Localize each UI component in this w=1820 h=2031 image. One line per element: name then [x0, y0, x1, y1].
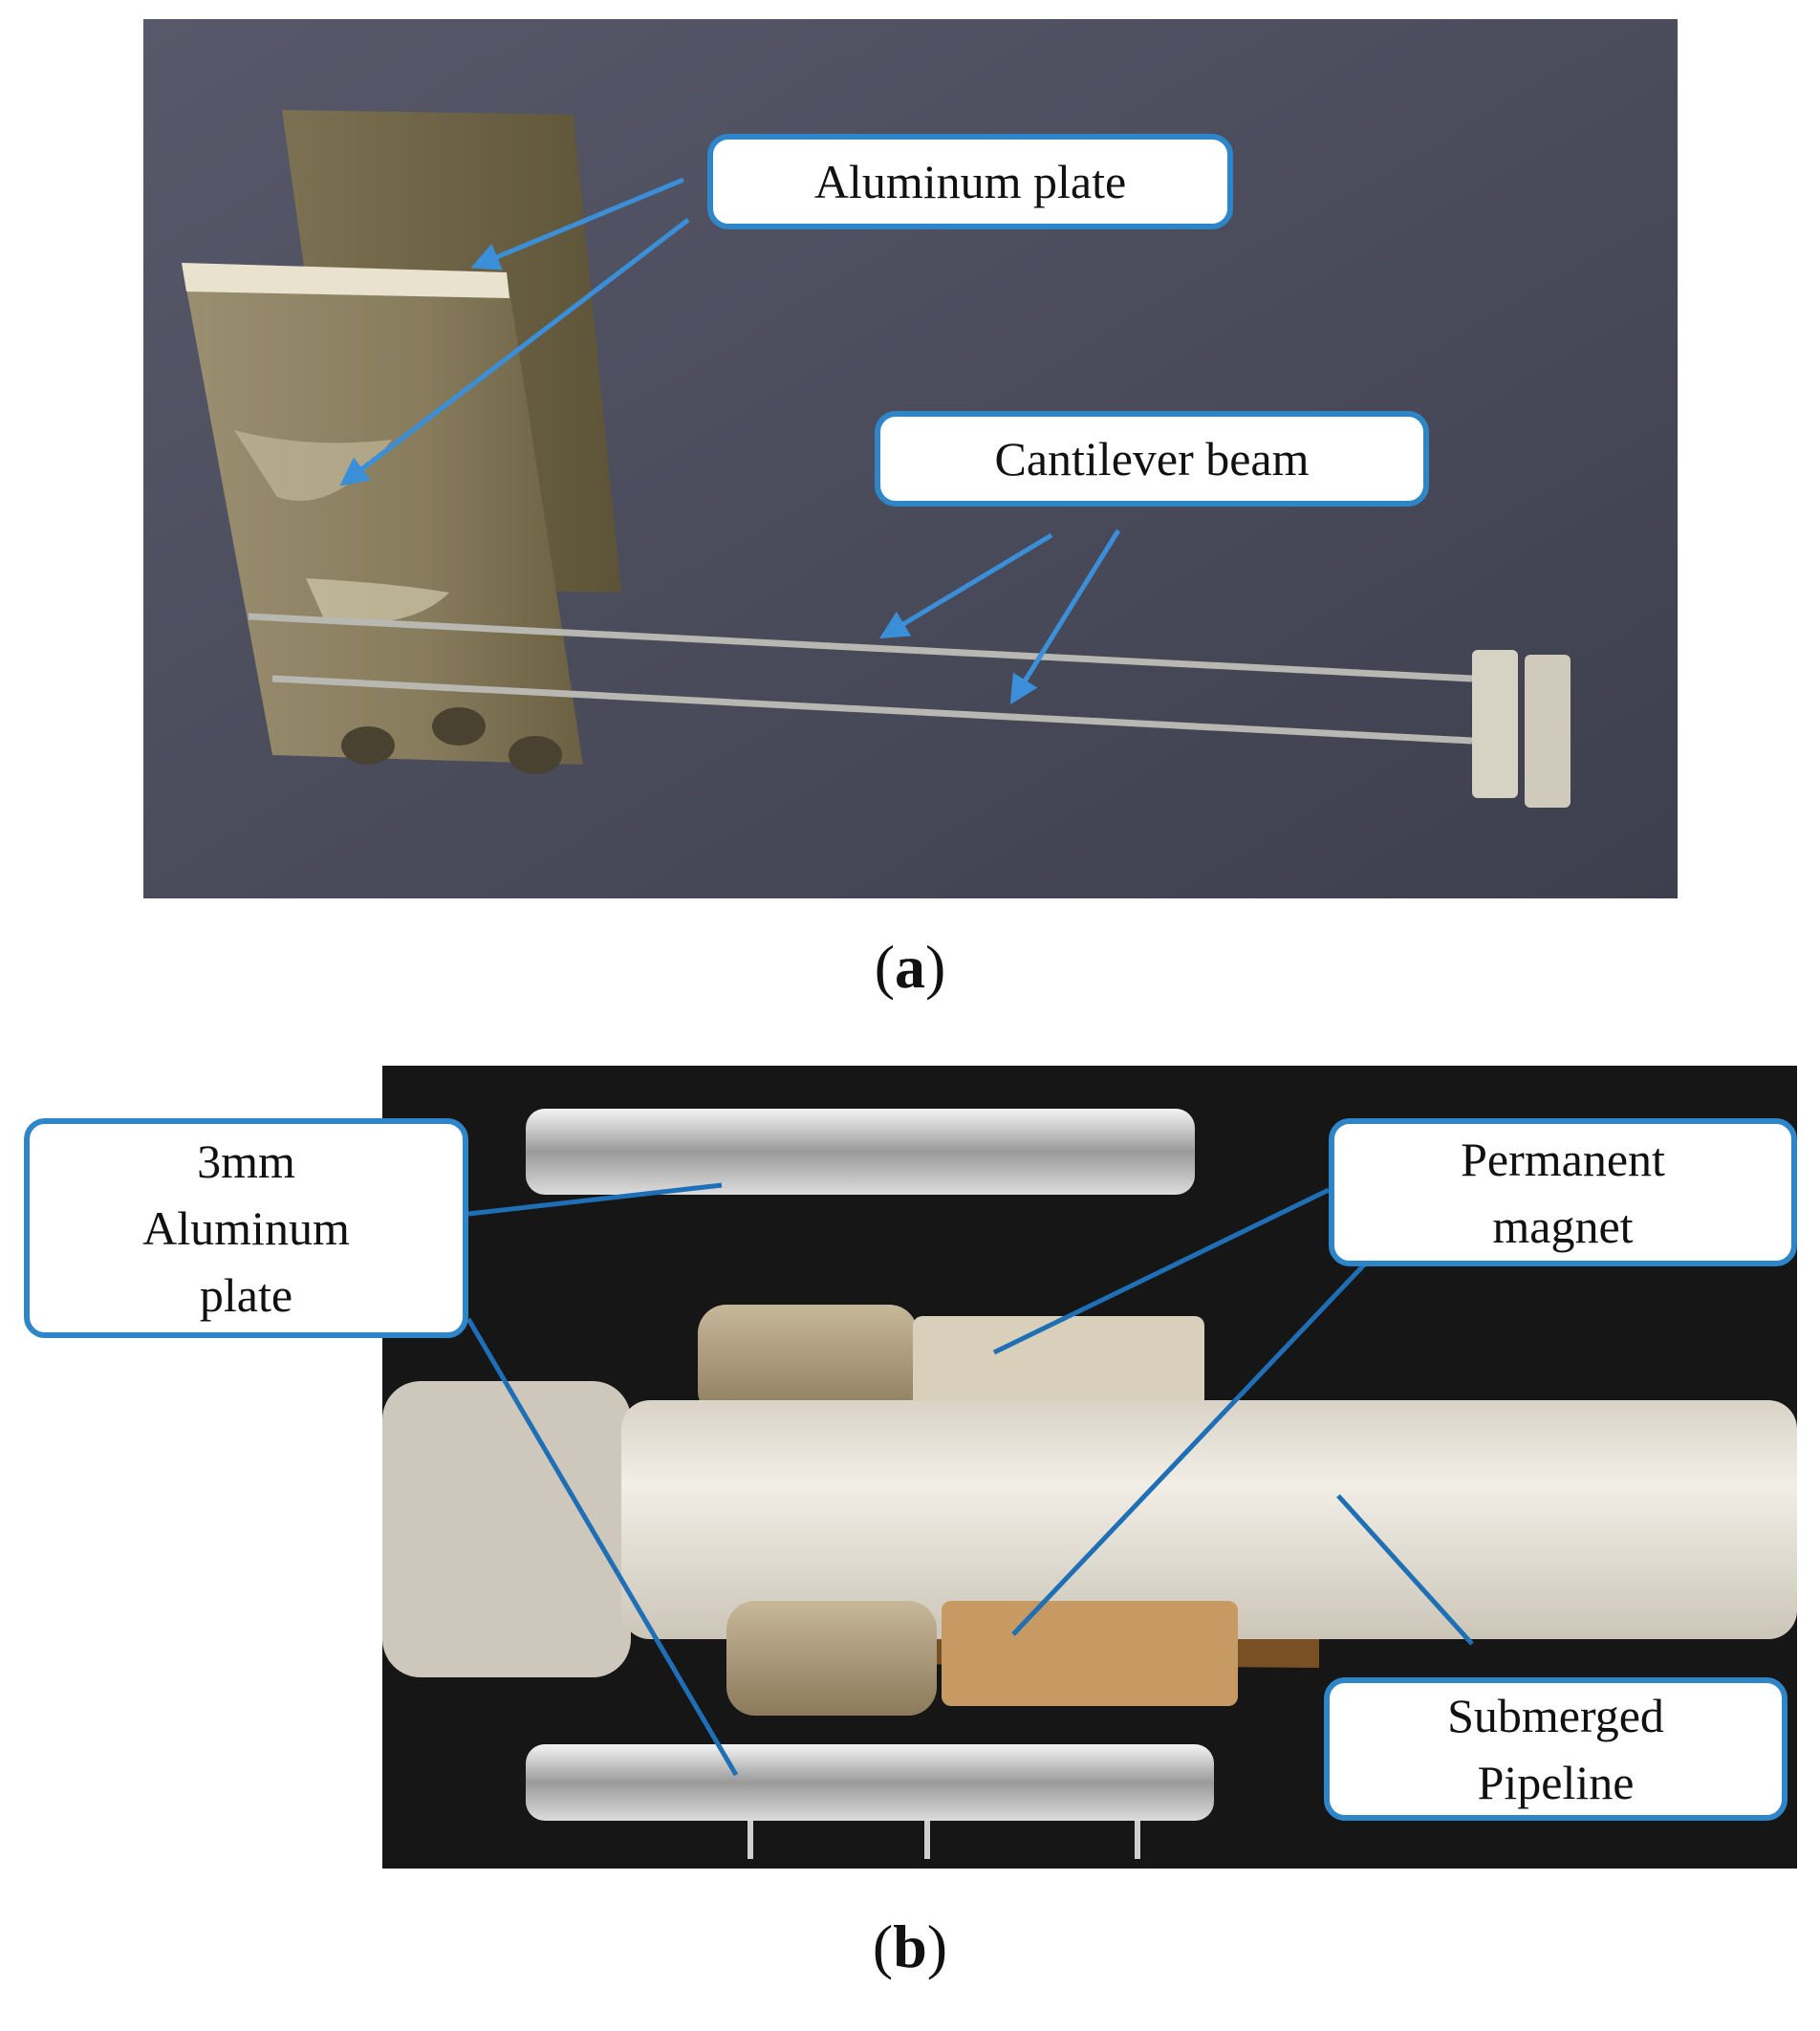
caption-b: (b) [814, 1912, 1006, 1982]
callout-cantilever-beam: Cantilever beam [875, 411, 1429, 507]
callout-aluminum-plate-text: Aluminum plate [813, 155, 1127, 208]
arrow-plate-front [339, 218, 690, 486]
cantilever-beam-lower [271, 675, 1473, 745]
pipe-joint [382, 1381, 631, 1677]
callout-magnet-line-2: magnet [1492, 1199, 1634, 1253]
panel-b-pointers [466, 1182, 1474, 1777]
callout-cantilever-beam-text: Cantilever beam [994, 432, 1310, 486]
beam-end-clip-2 [1525, 655, 1571, 808]
magnet-screw-3 [509, 736, 562, 774]
panel-a: Aluminum plate Cantilever beam (a) [143, 19, 1678, 1003]
arrow-beam-lower [1009, 529, 1121, 705]
callout-magnet-line-1: Permanent [1461, 1132, 1665, 1186]
callout-3mm-line-1: 3mm [197, 1134, 295, 1188]
pointer-pipeline [1336, 1494, 1474, 1646]
callout-3mm-line-3: plate [199, 1268, 293, 1322]
pointer-plate-lower [466, 1317, 739, 1777]
pointer-plate-upper [467, 1182, 723, 1217]
callout-permanent-magnet: Permanent magnet [1329, 1118, 1797, 1266]
panel-b: 3mm Aluminum plate Permanent magnet Subm… [0, 1042, 1820, 2031]
caption-b-letter: b [893, 1912, 927, 1980]
beam-end-clip-1 [1472, 650, 1518, 798]
callout-submerged-pipeline: Submerged Pipeline [1324, 1677, 1788, 1821]
aluminum-plate-upper [526, 1109, 1195, 1195]
caption-a-letter: a [895, 933, 925, 1001]
callout-pipeline-line-2: Pipeline [1477, 1756, 1635, 1809]
arrow-beam-upper [878, 532, 1053, 639]
plate-top-edge [182, 263, 509, 298]
pointer-magnet-upper [992, 1187, 1331, 1355]
aluminum-plate-lower [526, 1744, 1214, 1821]
cantilever-beam-upper [248, 613, 1473, 682]
callout-aluminum-plate: Aluminum plate [707, 134, 1233, 229]
callout-pipeline-line-1: Submerged [1447, 1689, 1664, 1742]
caption-b-open: ( [872, 1912, 894, 1980]
aluminum-plate-front [182, 263, 583, 765]
permanent-magnet-upper [913, 1316, 1204, 1412]
caption-a-close: ) [925, 933, 946, 1001]
magnet-stack-upper [698, 1305, 918, 1419]
callout-3mm-aluminum-plate: 3mm Aluminum plate [24, 1118, 468, 1338]
magnet-screw-1 [341, 726, 395, 765]
pointer-magnet-lower [1011, 1255, 1374, 1636]
callout-3mm-line-2: Aluminum [142, 1201, 350, 1255]
permanent-magnet-lower [942, 1601, 1238, 1706]
submerged-pipeline [621, 1400, 1797, 1639]
magnet-screw-2 [432, 707, 486, 745]
caption-a-open: ( [874, 933, 895, 1001]
caption-a: (a) [814, 932, 1006, 1003]
arrow-plate-back [470, 177, 684, 270]
caption-b-close: ) [926, 1912, 948, 1980]
magnet-stack-lower [726, 1601, 937, 1716]
